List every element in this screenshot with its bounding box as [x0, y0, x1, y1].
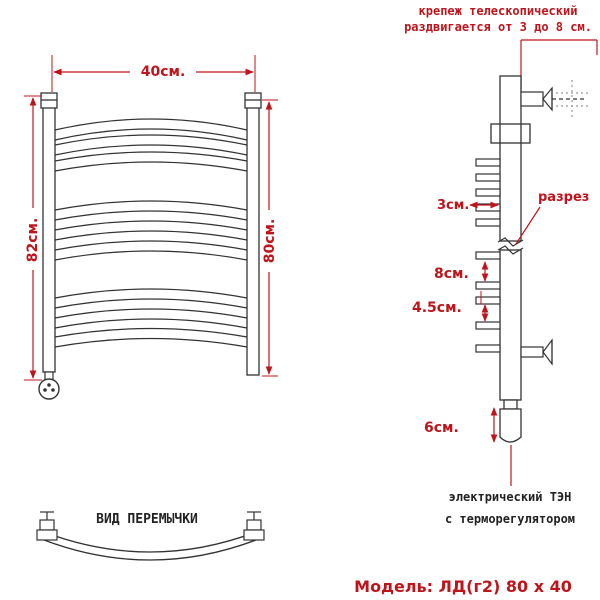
- top-clamp: [490, 123, 531, 144]
- rung-6: [54, 240, 248, 251]
- heater-length-label: 6см.: [424, 420, 459, 436]
- side-posts: [40, 92, 262, 376]
- top-wall-mount-icon: [520, 80, 588, 120]
- rung-3: [54, 151, 248, 162]
- jumper-left-mount-icon: [36, 511, 58, 541]
- upper-rung-stubs: [475, 158, 501, 227]
- height-right-label: 80см.: [262, 219, 278, 264]
- pipe-gap-label: 3см.: [437, 198, 469, 213]
- rung-8: [54, 308, 248, 319]
- heater-connector-icon: [38, 371, 60, 400]
- front-view: 40см.: [24, 55, 278, 400]
- rung-1: [54, 118, 248, 131]
- mount-label-line2: раздвигается от 3 до 8 см.: [404, 20, 592, 34]
- jumper-view-label: ВИД ПЕРЕМЫЧКИ: [96, 512, 198, 527]
- heater-label-line1: электрический ТЭН: [449, 490, 572, 504]
- rung-short-dimension: 4.5см.: [412, 291, 489, 322]
- heater-element-icon: [499, 399, 522, 443]
- jumper-view: ВИД ПЕРЕМЫЧКИ: [36, 511, 265, 561]
- rung-7: [54, 288, 248, 299]
- right-post: [246, 99, 260, 376]
- rungs: [54, 118, 248, 348]
- rung-9: [54, 327, 248, 338]
- heater-label-line2: с терморегулятором: [445, 512, 575, 526]
- width-label: 40см.: [141, 64, 186, 80]
- cut-label-group: разрез: [515, 190, 589, 245]
- jumper-right-mount-icon: [243, 511, 265, 541]
- height-right-dimension: 80см.: [262, 99, 278, 377]
- rung-5: [54, 220, 248, 231]
- side-view: крепеж телескопический раздвигается от 3…: [404, 4, 598, 526]
- heater-length-dimension: 6см.: [424, 407, 498, 443]
- bottom-wall-mount-icon: [520, 338, 553, 366]
- side-tube-upper: [499, 75, 522, 242]
- height-left-label: 82см.: [25, 218, 41, 263]
- width-dimension: 40см.: [51, 55, 256, 92]
- lower-rung-stubs: [475, 251, 501, 353]
- rung-4: [54, 200, 248, 211]
- side-tube-lower: [499, 249, 522, 401]
- rung-2: [54, 134, 248, 146]
- rung-spacing-label: 8см.: [434, 266, 469, 282]
- rung-short-label: 4.5см.: [412, 300, 462, 316]
- mount-label-line1: крепеж телескопический: [419, 4, 578, 18]
- cut-label: разрез: [538, 190, 589, 205]
- pipe-gap-dimension: 3см.: [437, 198, 499, 213]
- cut-break: [497, 237, 524, 255]
- left-post: [42, 99, 56, 373]
- rung-spacing-dimension: 8см.: [434, 261, 489, 282]
- height-left-dimension: 82см.: [24, 95, 42, 381]
- model-label: Модель: ЛД(г2) 80 х 40: [354, 577, 572, 596]
